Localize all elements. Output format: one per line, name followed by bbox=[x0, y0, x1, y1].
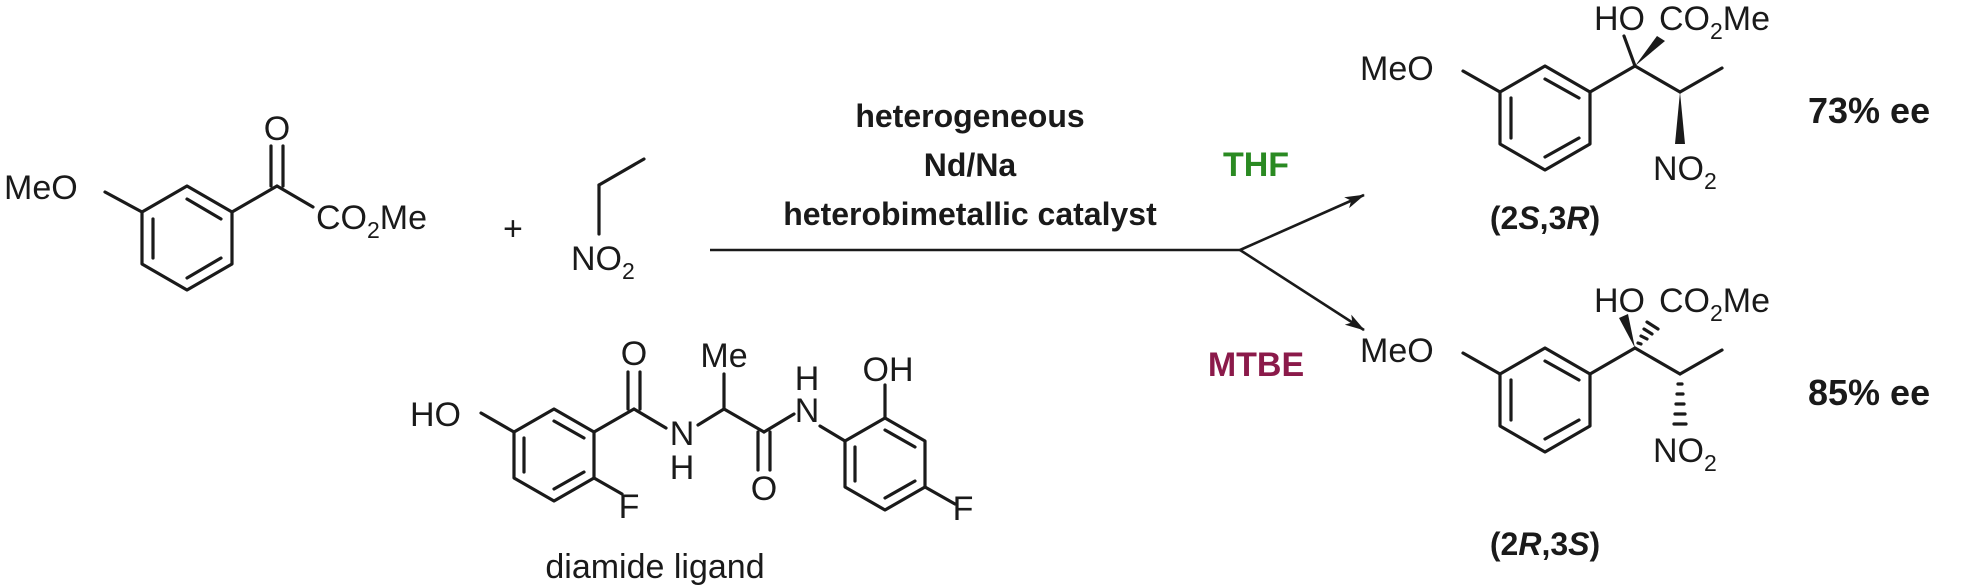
arrow-branch-up bbox=[1239, 193, 1365, 252]
ligand-fluoro-label-2: F bbox=[953, 490, 974, 528]
ketoester-methoxy-label: MeO bbox=[4, 169, 78, 207]
product-1-bonds bbox=[1461, 34, 1724, 172]
product-1-wedge-nitro bbox=[1675, 92, 1685, 144]
plus-sign: + bbox=[503, 210, 523, 248]
condition-line-1: heterogeneous bbox=[855, 98, 1084, 134]
solvent-thf-label: THF bbox=[1223, 146, 1289, 184]
ligand-nh-label-2: N bbox=[795, 392, 820, 430]
product-2-methoxy-label: MeO bbox=[1360, 332, 1434, 370]
diamide-ligand: HO O Me N H O N H OH F F diamide ligand bbox=[410, 335, 973, 586]
ligand-phenol-oh-label: OH bbox=[863, 351, 914, 389]
nitroethane-no2-label: NO2 bbox=[571, 240, 635, 284]
ketoester-bonds bbox=[103, 144, 315, 292]
ligand-hydroxy-label: HO bbox=[410, 396, 461, 434]
ketoester-molecule: MeO O CO2Me bbox=[4, 110, 427, 292]
ligand-amide-o-label-2: O bbox=[751, 470, 777, 508]
product-2-hash-nitro bbox=[1672, 382, 1688, 426]
reaction-conditions: heterogeneous Nd/Na heterobimetallic cat… bbox=[783, 98, 1157, 232]
reaction-arrow bbox=[710, 193, 1365, 332]
ligand-bonds bbox=[479, 370, 957, 512]
product-2-ee: 85% ee bbox=[1808, 372, 1930, 413]
product-1-stereo-label: (2S,3R) bbox=[1490, 200, 1600, 236]
product-2-nitro-label: NO2 bbox=[1653, 432, 1717, 476]
product-2-hydroxy-label: HO bbox=[1594, 282, 1645, 320]
product-2-hash-ester bbox=[1636, 320, 1660, 346]
product-2r3s: MeO HO CO2Me NO2 85% ee (2R,3S) bbox=[1360, 282, 1930, 562]
ketoester-carbonyl-o-label: O bbox=[264, 110, 290, 148]
condition-line-3: heterobimetallic catalyst bbox=[783, 196, 1157, 232]
ligand-nh-h-label-1: H bbox=[670, 449, 695, 487]
ligand-methyl-label: Me bbox=[700, 337, 747, 375]
ligand-nh-h-label-2: H bbox=[795, 360, 820, 398]
product-2-ester-label: CO2Me bbox=[1659, 282, 1770, 326]
ligand-caption: diamide ligand bbox=[545, 548, 764, 586]
ligand-fluoro-label-1: F bbox=[619, 488, 640, 526]
nitroethane-molecule: NO2 bbox=[571, 157, 646, 284]
product-2-bonds bbox=[1461, 314, 1724, 454]
product-1-ee: 73% ee bbox=[1808, 90, 1930, 131]
condition-line-2: Nd/Na bbox=[924, 147, 1017, 183]
product-2-wedge-hydroxy bbox=[1619, 314, 1635, 348]
nitroethane-bond-1 bbox=[597, 157, 646, 187]
product-1-ester-label: CO2Me bbox=[1659, 0, 1770, 44]
product-1-wedge-ester bbox=[1635, 36, 1665, 66]
ligand-amide-o-label-1: O bbox=[621, 335, 647, 373]
arrow-branch-down bbox=[1239, 248, 1365, 332]
ketoester-ester-label: CO2Me bbox=[316, 199, 427, 243]
ligand-nh-label-1: N bbox=[670, 415, 695, 453]
product-2s3r: MeO HO CO2Me NO2 73% ee (2S,3R) bbox=[1360, 0, 1930, 236]
product-1-hydroxy-label: HO bbox=[1594, 0, 1645, 38]
product-1-methoxy-label: MeO bbox=[1360, 50, 1434, 88]
product-2-stereo-label: (2R,3S) bbox=[1490, 526, 1600, 562]
solvent-mtbe-label: MTBE bbox=[1208, 346, 1304, 384]
product-1-nitro-label: NO2 bbox=[1653, 150, 1717, 194]
